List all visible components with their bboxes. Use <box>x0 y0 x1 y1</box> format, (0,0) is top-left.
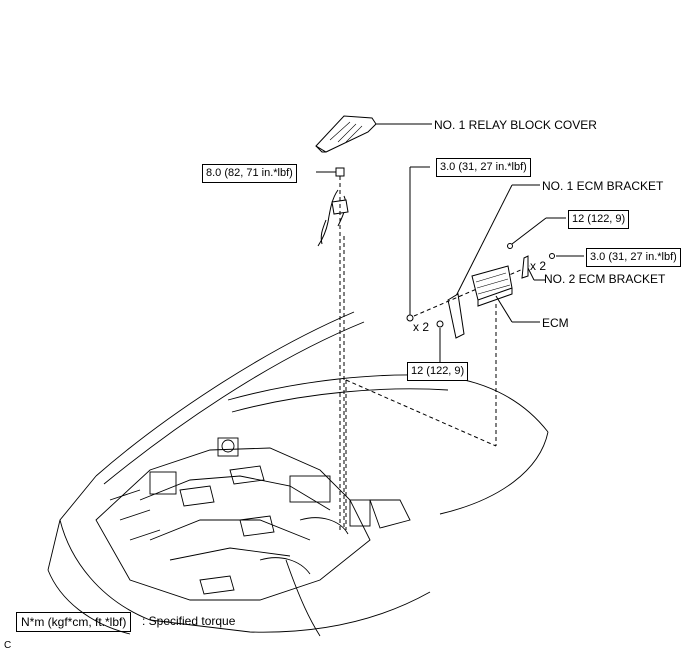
legend-description: : Specified torque <box>142 614 236 628</box>
nut-part <box>335 167 345 177</box>
ecm-bracket-1-label: NO. 1 ECM BRACKET <box>542 179 664 193</box>
bracket1-quantity: x 2 <box>413 320 430 334</box>
ecm-label: ECM <box>542 316 569 330</box>
figure-code: C <box>4 640 12 651</box>
bolt-2-part <box>436 320 444 328</box>
ecm-unit-part <box>471 265 513 307</box>
relay-block-cover-part <box>315 115 377 153</box>
bracket2-quantity: x 2 <box>530 259 547 273</box>
torque-bracket1-bolt-box: 3.0 (31, 27 in.*lbf) <box>436 158 531 177</box>
vehicle-outline <box>47 311 549 637</box>
ecm-bracket-2-part <box>521 255 529 279</box>
torque-ecm-bolt-upper-box: 12 (122, 9) <box>568 210 630 229</box>
relay-block-cover-label: NO. 1 RELAY BLOCK COVER <box>434 118 597 132</box>
bolt-3-part <box>507 243 513 249</box>
legend-unit-box: N*m (kgf*cm, ft.*lbf) <box>16 612 132 632</box>
torque-bracket2-bolt-box: 3.0 (31, 27 in.*lbf) <box>586 248 681 267</box>
bolt-1-part <box>406 314 414 322</box>
torque-ecm-bolt-lower-box: 12 (122, 9) <box>407 362 469 381</box>
torque-nut-box: 8.0 (82, 71 in.*lbf) <box>202 164 297 183</box>
bolt-4-part <box>549 253 555 259</box>
ecm-bracket-2-label: NO. 2 ECM BRACKET <box>544 272 666 286</box>
ecm-bracket-1-part <box>447 293 465 339</box>
